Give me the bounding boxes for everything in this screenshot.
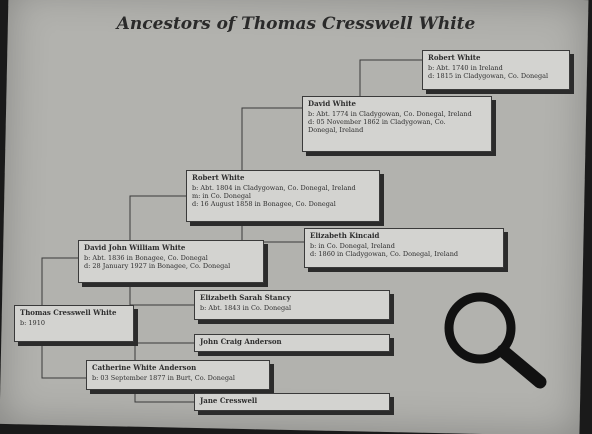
person-detail: b: Abt. 1836 in Bonagee, Co. Donegal — [84, 253, 208, 262]
person-detail: b: in Co. Donegal, Ireland — [310, 241, 395, 250]
connector-p2-p1 — [359, 59, 422, 96]
magnifier-icon[interactable] — [440, 288, 550, 392]
person-name: David White — [308, 99, 356, 108]
person-name: Robert White — [428, 53, 481, 62]
person-name: Robert White — [192, 173, 245, 182]
person-detail: m: in Co. Donegal — [192, 191, 251, 200]
person-name: Elizabeth Sarah Stancy — [200, 293, 291, 302]
connector-p7-p5 — [41, 257, 78, 305]
connector-p3-p2 — [241, 107, 302, 170]
person-detail: b: Abt. 1740 in Ireland — [428, 63, 503, 72]
person-detail: d: 28 January 1927 in Bonagee, Co. Doneg… — [84, 261, 231, 270]
person-card-p10: Jane Cresswell — [194, 393, 390, 411]
person-detail: d: 05 November 1862 in Cladygowan, Co. — [308, 117, 446, 126]
person-card-p5: David John William White b: Abt. 1836 in… — [78, 240, 264, 283]
chart-title: Ancestors of Thomas Cresswell White — [116, 14, 476, 34]
connector-p7-p9 — [41, 342, 86, 379]
person-card-p4: Elizabeth Kincaid b: in Co. Donegal, Ire… — [304, 228, 504, 268]
person-detail: b: 1910 — [20, 318, 45, 327]
person-card-p6: Elizabeth Sarah Stancy b: Abt. 1843 in C… — [194, 290, 390, 320]
person-name: Jane Cresswell — [200, 396, 258, 405]
person-detail: b: 03 September 1877 in Burt, Co. Donega… — [92, 373, 235, 382]
connector-p9-p10 — [134, 390, 194, 403]
connector-p9-p8 — [134, 342, 194, 360]
person-card-p7: Thomas Cresswell White b: 1910 — [14, 305, 134, 342]
person-card-p2: David White b: Abt. 1774 in Cladygowan, … — [302, 96, 492, 152]
person-detail: d: 1815 in Cladygowan, Co. Donegal — [428, 71, 549, 80]
person-detail: b: Abt. 1843 in Co. Donegal — [200, 303, 292, 312]
person-name: Elizabeth Kincaid — [310, 231, 380, 240]
connector-p5-p3 — [129, 195, 186, 240]
person-card-p1: Robert White b: Abt. 1740 in Ireland d: … — [422, 50, 570, 90]
person-card-p9: Catherine White Anderson b: 03 September… — [86, 360, 270, 390]
person-detail: d: 16 August 1858 in Bonagee, Co. Donega… — [192, 200, 336, 208]
person-detail: b: Abt. 1774 in Cladygowan, Co. Donegal,… — [308, 109, 472, 118]
person-name: David John William White — [84, 243, 186, 252]
person-name: Thomas Cresswell White — [20, 308, 117, 317]
connector-p3-p4 — [241, 222, 304, 243]
person-detail: Donegal, Ireland — [308, 126, 364, 134]
person-detail: d: 1860 in Cladygowan, Co. Donegal, Irel… — [310, 249, 459, 258]
person-card-p3: Robert White b: Abt. 1804 in Cladygowan,… — [186, 170, 380, 222]
person-name: John Craig Anderson — [200, 337, 282, 346]
person-detail: b: Abt. 1804 in Cladygowan, Co. Donegal,… — [192, 183, 356, 192]
person-card-p8: John Craig Anderson — [194, 334, 390, 352]
person-name: Catherine White Anderson — [92, 363, 197, 372]
connector-p5-p6 — [129, 283, 194, 306]
